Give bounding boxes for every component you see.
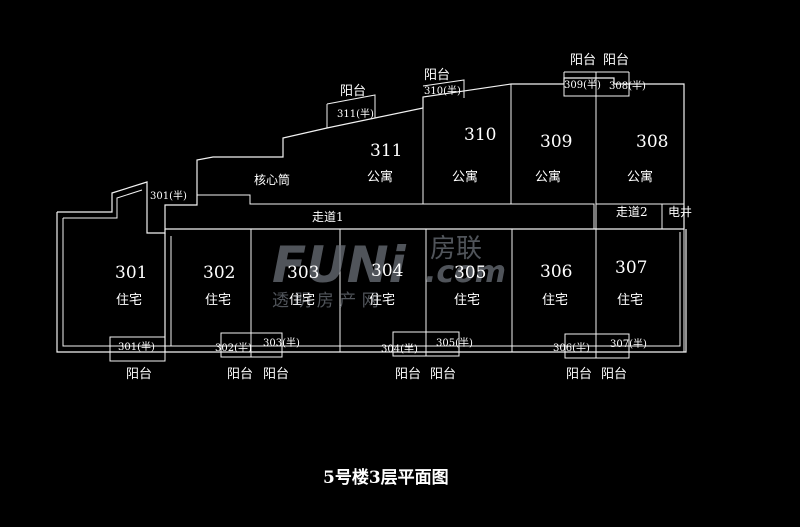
unit-306-number: 306 — [540, 262, 572, 282]
unit-305-use: 住宅 — [454, 293, 480, 308]
balcony-label-311: 阳台 — [340, 84, 366, 99]
plan-title: 5号楼3层平面图 — [323, 467, 449, 488]
balcony-label-306: 阳台 — [566, 367, 592, 382]
half-301-top: 301(半) — [150, 189, 187, 202]
unit-304-number: 304 — [371, 261, 403, 281]
unit-305-number: 305 — [454, 263, 486, 283]
core-label: 核心筒 — [254, 172, 290, 187]
upper-dividers — [197, 84, 684, 229]
half-307: 307(半) — [610, 337, 647, 350]
balcony-label-309: 阳台 — [570, 53, 596, 68]
lower-balconies — [109, 331, 630, 362]
upper-outline — [164, 77, 685, 230]
unit-308-number: 308 — [636, 132, 668, 152]
unit-301-number: 301 — [115, 263, 147, 283]
outline-walls — [56, 71, 687, 362]
left-wing-outline — [57, 181, 166, 234]
half-302: 302(半) — [215, 341, 252, 354]
half-311: 311(半) — [337, 107, 374, 120]
watermark-brand: FUNi — [272, 236, 407, 294]
half-303: 303(半) — [263, 336, 300, 349]
half-306: 306(半) — [553, 341, 590, 354]
inner-walls — [62, 189, 681, 347]
unit-301-use: 住宅 — [116, 293, 142, 308]
unit-310-use: 公寓 — [452, 169, 478, 185]
watermark-cn: 房联 — [430, 234, 482, 264]
shaft-label: 电井 — [668, 205, 692, 219]
unit-308-use: 公寓 — [627, 169, 653, 185]
half-308: 308(半) — [609, 79, 646, 92]
half-310: 310(半) — [424, 84, 461, 97]
balcony-label-303: 阳台 — [263, 367, 289, 382]
balcony-label-308: 阳台 — [603, 53, 629, 68]
unit-303-use: 住宅 — [289, 293, 315, 308]
balcony-label-310: 阳台 — [424, 68, 450, 83]
unit-311-use: 公寓 — [367, 169, 393, 185]
unit-303-number: 303 — [287, 263, 319, 283]
lower-outline — [56, 212, 687, 353]
balcony-label-301: 阳台 — [126, 367, 152, 382]
unit-307-number: 307 — [615, 258, 647, 278]
lower-dividers — [250, 229, 685, 352]
watermark-domain: .com — [425, 255, 506, 290]
unit-306-use: 住宅 — [542, 293, 568, 308]
balcony-label-307: 阳台 — [601, 367, 627, 382]
unit-302-use: 住宅 — [205, 293, 231, 308]
watermark-sub: 透 明 房 产 网 — [272, 291, 379, 311]
corridor2-label: 走道2 — [616, 205, 648, 219]
half-309: 309(半) — [564, 78, 601, 91]
half-305: 305(半) — [436, 336, 473, 349]
unit-307-use: 住宅 — [617, 293, 643, 308]
balcony-label-305: 阳台 — [430, 367, 456, 382]
half-301: 301(半) — [118, 340, 155, 353]
unit-311-number: 311 — [370, 141, 402, 161]
unit-309-number: 309 — [540, 132, 572, 152]
balcony-label-302: 阳台 — [227, 367, 253, 382]
unit-302-number: 302 — [203, 263, 235, 283]
watermark: FUNi .com 房联 透 明 房 产 网 — [272, 234, 506, 311]
half-304: 304(半) — [381, 342, 418, 355]
corridor1-label: 走道1 — [312, 210, 344, 224]
balcony-label-304: 阳台 — [395, 367, 421, 382]
unit-309-use: 公寓 — [535, 169, 561, 185]
upper-balconies — [326, 71, 630, 128]
unit-304-use: 住宅 — [369, 293, 395, 308]
unit-310-number: 310 — [464, 125, 496, 145]
